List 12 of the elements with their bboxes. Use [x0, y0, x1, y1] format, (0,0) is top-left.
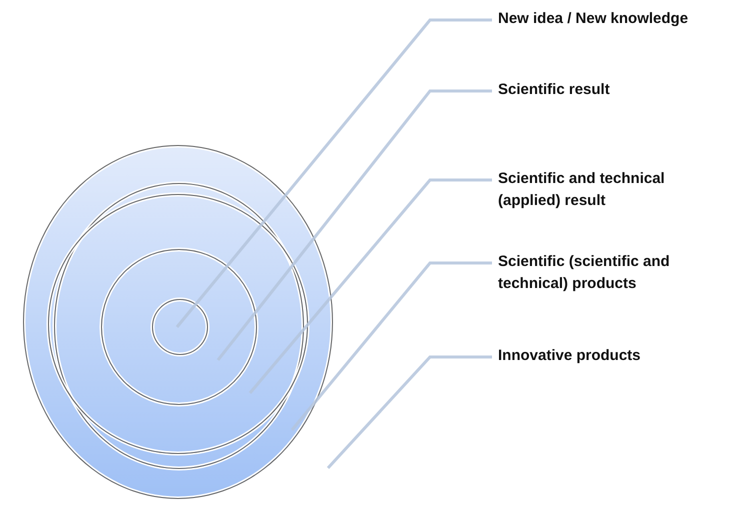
leader-label: Scientific (scientific and technical) products [498, 251, 708, 295]
leader-line [176, 18, 492, 328]
leader-label: New idea / New knowledge [498, 8, 728, 30]
leader-label: Scientific result [498, 79, 728, 101]
leader-label: Scientific and technical (applied) result [498, 168, 708, 212]
leader-line [216, 90, 492, 361]
leader-line [290, 262, 492, 431]
concentric-circle [152, 299, 208, 355]
concentric-circle [101, 249, 257, 405]
leader-label: Innovative products [498, 345, 728, 367]
leader-line [248, 178, 492, 394]
leader-line [326, 356, 492, 470]
